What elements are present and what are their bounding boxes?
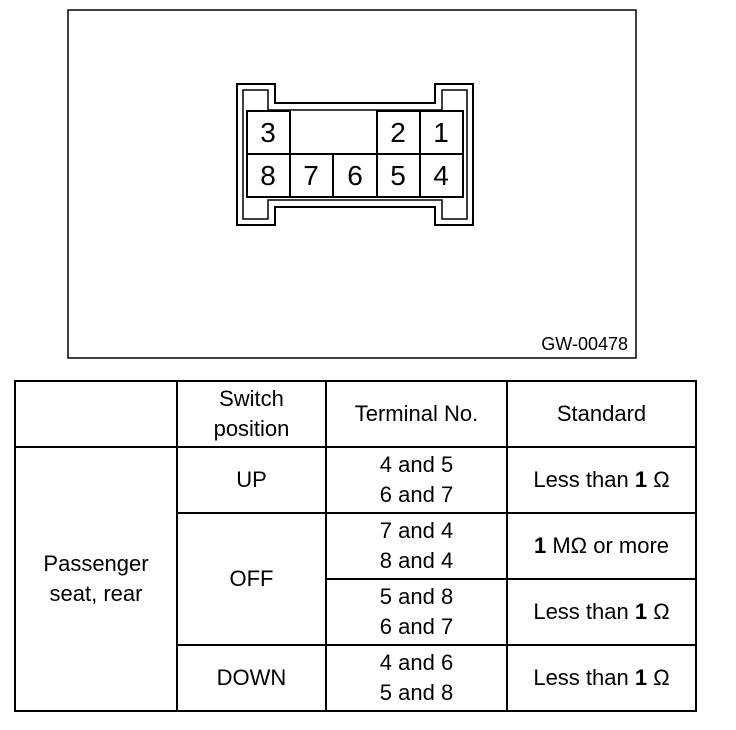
terminal-cell-4 bbox=[419, 153, 464, 198]
header-item bbox=[14, 380, 178, 448]
standard-cell: Less than 1 Ω bbox=[506, 644, 697, 712]
terminal-cell-3 bbox=[246, 110, 291, 155]
terminal-cell-5 bbox=[376, 153, 421, 198]
terminal-cell-6 bbox=[332, 153, 378, 198]
header-terminal-no: Terminal No. bbox=[325, 380, 508, 448]
table-row: OFF 7 and 4 8 and 4 1 MΩ or more bbox=[15, 512, 697, 646]
terminal-label: 2 bbox=[390, 117, 406, 148]
switch-position-cell: OFF bbox=[176, 512, 327, 646]
figure-frame bbox=[67, 9, 637, 359]
terminal-cell: 4 and 6 5 and 8 bbox=[325, 644, 508, 712]
table-row: 5 and 8 6 and 7 Less than 1 Ω bbox=[15, 578, 697, 646]
switch-position-cell: DOWN bbox=[176, 644, 327, 712]
item-cell: Passenger seat, rear bbox=[14, 446, 178, 712]
terminal-cell: 7 and 4 8 and 4 bbox=[325, 512, 508, 580]
terminal-label: 5 bbox=[390, 160, 406, 191]
terminal-label: 7 bbox=[303, 160, 319, 191]
inspection-table: Switch position Terminal No. Standard Pa… bbox=[14, 380, 697, 712]
terminal-cell: 4 and 5 6 and 7 bbox=[325, 446, 508, 514]
table-row: DOWN 4 and 6 5 and 8 Less than 1 Ω bbox=[15, 644, 697, 712]
table-row: Passenger seat, rear UP 4 and 5 6 and 7 … bbox=[14, 446, 697, 712]
standard-cell: Less than 1 Ω bbox=[506, 578, 697, 646]
header-switch-position: Switch position bbox=[176, 380, 327, 448]
terminal-cell-1 bbox=[419, 110, 464, 155]
terminal-label: 6 bbox=[347, 160, 363, 191]
terminal-label: 3 bbox=[260, 117, 276, 148]
connector-figure: 3 2 1 8 7 6 5 4 GW-00478 bbox=[67, 9, 637, 359]
terminal-cell-8 bbox=[246, 153, 291, 198]
switch-position-cell: UP bbox=[176, 446, 327, 514]
terminal-grid bbox=[246, 110, 464, 198]
connector-housing-outline bbox=[236, 83, 474, 226]
standard-cell: 1 MΩ or more bbox=[506, 512, 697, 580]
terminal-label: 4 bbox=[433, 160, 449, 191]
table-header-row: Switch position Terminal No. Standard bbox=[14, 380, 697, 448]
terminal-cell: 5 and 8 6 and 7 bbox=[325, 578, 508, 646]
standard-cell: Less than 1 Ω bbox=[506, 446, 697, 514]
terminal-label: 1 bbox=[433, 117, 449, 148]
terminal-label: 8 bbox=[260, 160, 276, 191]
figure-code: GW-00478 bbox=[541, 334, 628, 354]
header-standard: Standard bbox=[506, 380, 697, 448]
